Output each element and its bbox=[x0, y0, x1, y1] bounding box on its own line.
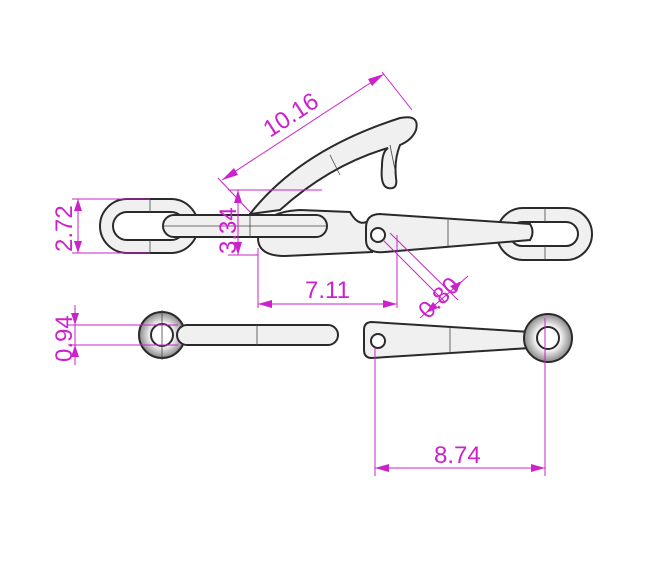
latch-part bbox=[363, 313, 573, 363]
middle-chain-link bbox=[162, 214, 328, 238]
dimension-link-height: 2.72 bbox=[51, 198, 150, 254]
latch-arm bbox=[365, 212, 534, 254]
dim-label-7-11: 7.11 bbox=[305, 277, 350, 304]
dim-label-8-74: 8.74 bbox=[434, 442, 481, 469]
dim-label-0-94: 0.94 bbox=[51, 315, 78, 362]
dimension-latch-length: 8.74 bbox=[374, 318, 546, 476]
dim-label-2-72: 2.72 bbox=[51, 205, 78, 252]
dimension-hook-gap: 3.34 bbox=[215, 189, 322, 256]
dim-label-3-34: 3.34 bbox=[215, 207, 242, 254]
dimension-hook-span: 7.11 bbox=[257, 235, 398, 308]
dimension-ring-thickness: 0.94 bbox=[51, 305, 178, 365]
eye-bolt-part bbox=[138, 310, 339, 360]
dim-label-0-80: 0.80 bbox=[413, 272, 465, 324]
